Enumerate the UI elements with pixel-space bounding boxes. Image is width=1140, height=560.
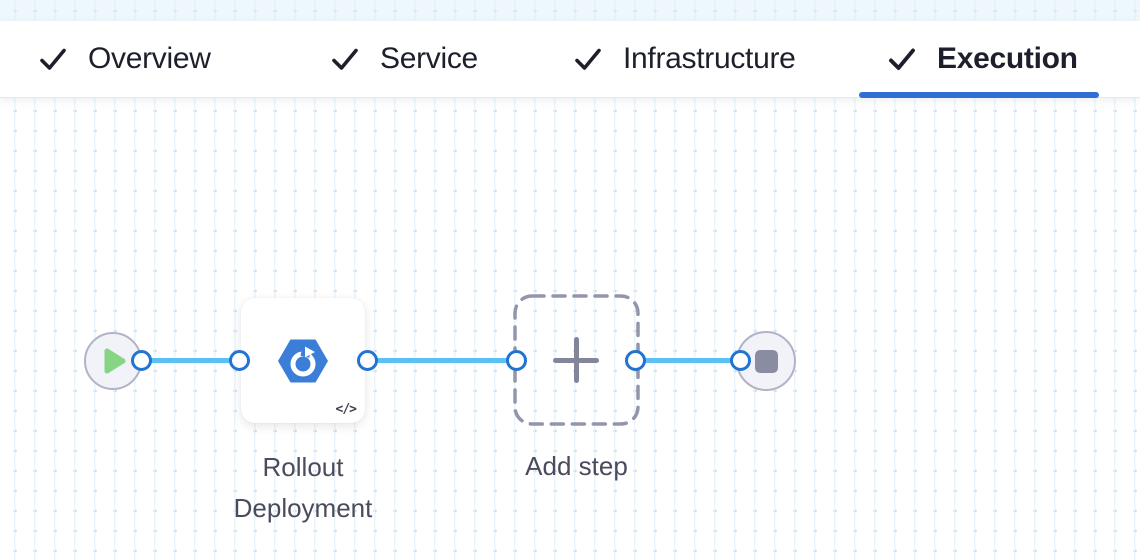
step-node-rollout-deployment[interactable]: </>	[241, 298, 365, 423]
link-port	[506, 350, 527, 371]
tab-overview-label: Overview	[88, 42, 211, 75]
link-port	[730, 350, 751, 371]
step-node-label: Rollout Deployment	[233, 452, 373, 523]
rollout-deployment-icon	[278, 339, 328, 382]
check-icon	[575, 48, 601, 70]
active-tab-underline	[859, 92, 1099, 98]
code-badge: </>	[335, 402, 358, 417]
check-icon	[332, 48, 358, 70]
tab-service-label: Service	[380, 42, 478, 75]
check-icon	[40, 48, 66, 70]
play-icon	[104, 348, 126, 374]
tab-service[interactable]: Service	[330, 21, 478, 97]
check-icon	[889, 48, 915, 70]
edge-addstep-to-end	[636, 358, 743, 363]
add-step-button[interactable]	[513, 294, 640, 426]
stage-tabs-bar: Overview Service Infrastructure Executio…	[0, 21, 1140, 98]
link-port	[131, 350, 152, 371]
link-port	[625, 350, 646, 371]
tab-infrastructure[interactable]: Infrastructure	[573, 21, 796, 97]
link-port	[229, 350, 250, 371]
edge-start-to-step	[142, 358, 242, 363]
canvas-top-strip	[0, 0, 1140, 21]
tab-execution-label: Execution	[937, 42, 1078, 75]
link-port	[357, 350, 378, 371]
tab-overview[interactable]: Overview	[38, 21, 211, 97]
plus-icon	[553, 337, 599, 383]
stop-icon	[754, 349, 778, 373]
tab-infrastructure-label: Infrastructure	[623, 42, 796, 75]
add-step-label: Add step	[525, 451, 628, 481]
tab-execution[interactable]: Execution	[887, 21, 1078, 97]
edge-step-to-addstep	[368, 358, 519, 363]
